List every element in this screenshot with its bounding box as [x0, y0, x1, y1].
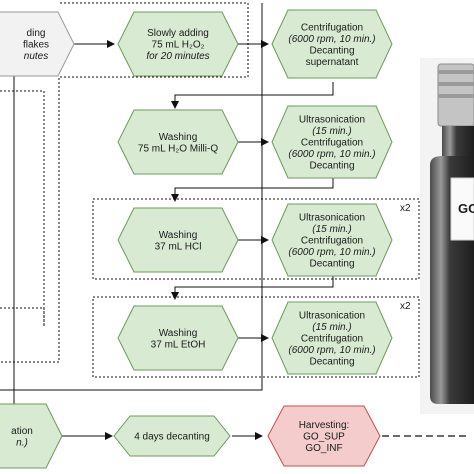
- node-decanting: 4 days decanting: [134, 432, 210, 443]
- node-text-line: (15 min.): [312, 126, 351, 137]
- bottle-neck: [442, 126, 474, 158]
- node-shape-wash-etoh: [117, 305, 239, 371]
- bottle-label: [450, 177, 474, 241]
- node-text-line: Centrifugation: [301, 334, 363, 345]
- left-inner-dotted-line: [0, 307, 45, 326]
- node-text-line: GO_INF: [305, 443, 342, 454]
- node-shape-ultra1: [271, 105, 393, 179]
- node-text-line: Washing: [159, 132, 198, 143]
- bottle-label-text: GO: [458, 201, 474, 216]
- node-text-line: flakes: [23, 40, 49, 51]
- solid-connector-right-down: [0, 3, 263, 391]
- etoh-loop-dotted-box: [92, 296, 420, 378]
- node-shape-harvest: [267, 405, 381, 467]
- node-text-line: Decanting: [309, 45, 354, 56]
- node-text-line: Ultrasonication: [299, 311, 365, 322]
- node-text-line: Harvesting:: [299, 420, 350, 431]
- node-text-line: 75 mL H₂O Milli-Q: [138, 143, 218, 154]
- node-text-line: Centrifugation: [301, 138, 363, 149]
- node-text-line: (6000 rpm, 10 min.): [288, 247, 375, 258]
- left-outer-dotted-line: [0, 90, 45, 326]
- node-shape-ultra3: [271, 301, 393, 375]
- node-shape-cent1: [271, 9, 393, 79]
- node-shape-decant: [113, 415, 231, 457]
- node-text-line: supernatant: [306, 57, 359, 68]
- node-text-line: (6000 rpm, 10 min.): [288, 345, 375, 356]
- node-text-line: Centrifugation: [301, 236, 363, 247]
- node-text-line: ation: [11, 426, 33, 437]
- node-centrifugation-1: Centrifugation(6000 rpm, 10 min.)Decanti…: [288, 22, 375, 68]
- hcl-loop-dotted-box: [92, 198, 420, 280]
- node-text-line: nutes: [24, 51, 48, 62]
- node-shape-wash-water: [117, 109, 239, 175]
- node-text-line: Decanting: [309, 357, 354, 368]
- node-text-line: (6000 rpm, 10 min.): [288, 149, 375, 160]
- node-shape-h2o2: [117, 11, 239, 77]
- connector-ultra1-to-hcl: [171, 175, 334, 202]
- node-ultrasonication-1: Ultrasonication(15 min.)Centrifugation(6…: [288, 115, 375, 172]
- node-text-line: Washing: [159, 230, 198, 241]
- node-text-line: Washing: [159, 328, 198, 339]
- node-shape-left-bottom: [0, 403, 63, 469]
- node-text-line: Slowly adding: [147, 28, 209, 39]
- node-text-line: (6000 rpm, 10 min.): [288, 34, 375, 45]
- node-text-line: 75 mL H₂O₂: [152, 40, 205, 51]
- node-shape-ultra2: [271, 203, 393, 277]
- node-text-line: n.): [16, 437, 28, 448]
- node-text-line: 37 mL HCl: [155, 241, 202, 252]
- repeat-label-hcl: x2: [400, 203, 411, 214]
- node-text-line: Decanting: [309, 161, 354, 172]
- node-text-line: Decanting: [309, 259, 354, 270]
- node-text-line: 37 mL EtOH: [151, 339, 206, 350]
- node-text-line: ding: [27, 28, 46, 39]
- node-ultrasonication-2: Ultrasonication(15 min.)Centrifugation(6…: [288, 213, 375, 270]
- node-text-line: Centrifugation: [301, 22, 363, 33]
- node-text-line: Ultrasonication: [299, 213, 365, 224]
- go-bottle-photo: GO: [420, 58, 474, 414]
- connector-ultra2-to-etoh: [171, 271, 334, 300]
- node-text-line: GO_SUP: [303, 432, 345, 443]
- node-text-line: 4 days decanting: [134, 432, 210, 443]
- connector-cent1-to-wash: [171, 82, 334, 109]
- node-ultrasonication-3: Ultrasonication(15 min.)Centrifugation(6…: [288, 311, 375, 368]
- node-text-line: (15 min.): [312, 322, 351, 333]
- node-text-line: (15 min.): [312, 224, 351, 235]
- node-shape-start: [0, 11, 75, 77]
- node-text-line: Ultrasonication: [299, 115, 365, 126]
- top-loop-dotted-line: [0, 2, 249, 363]
- node-shape-wash-hcl: [117, 207, 239, 273]
- repeat-label-etoh: x2: [400, 301, 411, 312]
- node-text-line: for 20 minutes: [146, 51, 209, 62]
